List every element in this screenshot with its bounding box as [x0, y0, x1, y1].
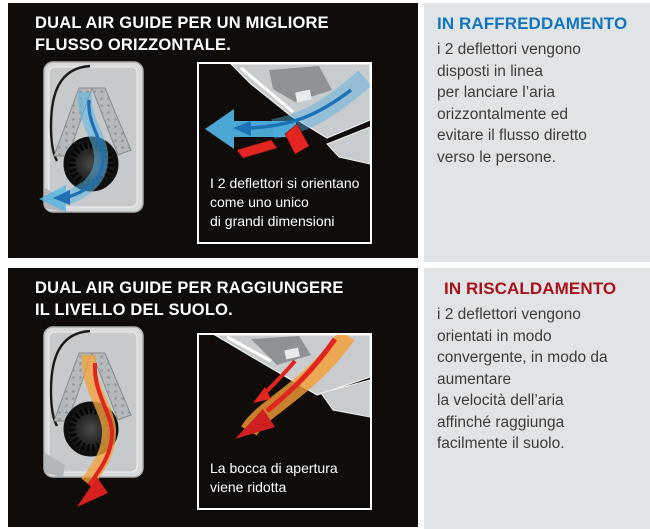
heat-exchanger — [53, 352, 132, 422]
ac-unit-cross-section-cooling-diagram — [39, 61, 144, 213]
outlet-detail-cooling-diagram — [205, 64, 370, 165]
cooling-section-title: DUAL AIR GUIDE PER UN MIGLIORE FLUSSO OR… — [35, 12, 329, 56]
cooling-body-line: disposti in linea — [437, 62, 543, 80]
heating-text-panel: IN RISCALDAMENTO i 2 deflettori vengono … — [424, 268, 650, 529]
cooling-diagram-section: DUAL AIR GUIDE PER UN MIGLIORE FLUSSO OR… — [8, 3, 418, 258]
heating-body-line: aumentare — [437, 370, 512, 388]
cooling-caption-line1: I 2 deflettori si orientano — [210, 175, 360, 191]
heating-body-line: facilmente il suolo. — [437, 435, 565, 452]
heating-body-line: i 2 deflettori vengono — [437, 306, 581, 323]
heating-section-title: DUAL AIR GUIDE PER RAGGIUNGERE IL LIVELL… — [35, 277, 344, 321]
heating-panel-heading: IN RISCALDAMENTO — [444, 279, 617, 298]
outlet-detail-heating-diagram — [213, 335, 370, 439]
refrigerant-pipe — [49, 64, 91, 162]
deflector-flaps — [236, 123, 310, 159]
cooling-body-line: orizzontalmente ed — [437, 105, 568, 123]
heating-title-line1: DUAL AIR GUIDE PER RAGGIUNGERE — [35, 279, 344, 297]
cooling-panel-body: i 2 deflettori vengono disposti in linea… — [437, 39, 640, 168]
heating-caption-line1: La bocca di apertura — [210, 460, 338, 476]
heating-diagram-section: DUAL AIR GUIDE PER RAGGIUNGERE IL LIVELL… — [8, 268, 418, 527]
cooling-body-line: per lanciare l’aria — [437, 84, 556, 101]
cooling-text-panel: IN RAFFREDDAMENTO i 2 deflettori vengono… — [424, 3, 650, 262]
heating-body-line: affinché raggiunga — [437, 413, 565, 431]
cooling-zoom-frame: I 2 deflettori si orientano come uno uni… — [197, 62, 372, 244]
cooling-body-line: evitare il flusso diretto — [437, 127, 587, 144]
cooling-caption-line2: come uno unico — [210, 194, 309, 210]
cooling-title-line2: FLUSSO ORIZZONTALE. — [35, 36, 231, 54]
heating-panel-body: i 2 deflettori vengono orientati in modo… — [437, 304, 640, 455]
cooling-zoom-caption: I 2 deflettori si orientano come uno uni… — [210, 174, 359, 231]
heating-zoom-frame: La bocca di apertura viene ridotta — [197, 333, 372, 510]
warm-airflow-zoom-arrow — [235, 335, 355, 439]
cooling-body-line: verso le persone. — [437, 148, 556, 166]
warm-airflow-arrow — [77, 354, 117, 507]
ac-unit-cross-section-heating-diagram — [43, 326, 144, 507]
heating-body-line: orientati in modo — [437, 327, 552, 345]
heating-zoom-caption: La bocca di apertura viene ridotta — [210, 459, 338, 497]
cooling-body-line: i 2 deflettori vengono — [437, 41, 581, 58]
cool-airflow-zoom-arrow — [205, 70, 370, 149]
heating-caption-line2: viene ridotta — [210, 479, 287, 495]
cool-airflow-arrow — [39, 91, 109, 212]
cooling-caption-line3: di grandi dimensioni — [210, 213, 335, 229]
heating-body-line: convergente, in modo da — [437, 349, 608, 366]
cooling-panel-heading: IN RAFFREDDAMENTO — [437, 14, 628, 33]
cooling-title-line1: DUAL AIR GUIDE PER UN MIGLIORE — [35, 14, 329, 32]
refrigerant-pipe — [49, 329, 91, 427]
heating-title-line2: IL LIVELLO DEL SUOLO. — [35, 301, 233, 319]
casing-detail — [230, 64, 370, 165]
heating-body-line: la velocità dell’aria — [437, 392, 564, 409]
